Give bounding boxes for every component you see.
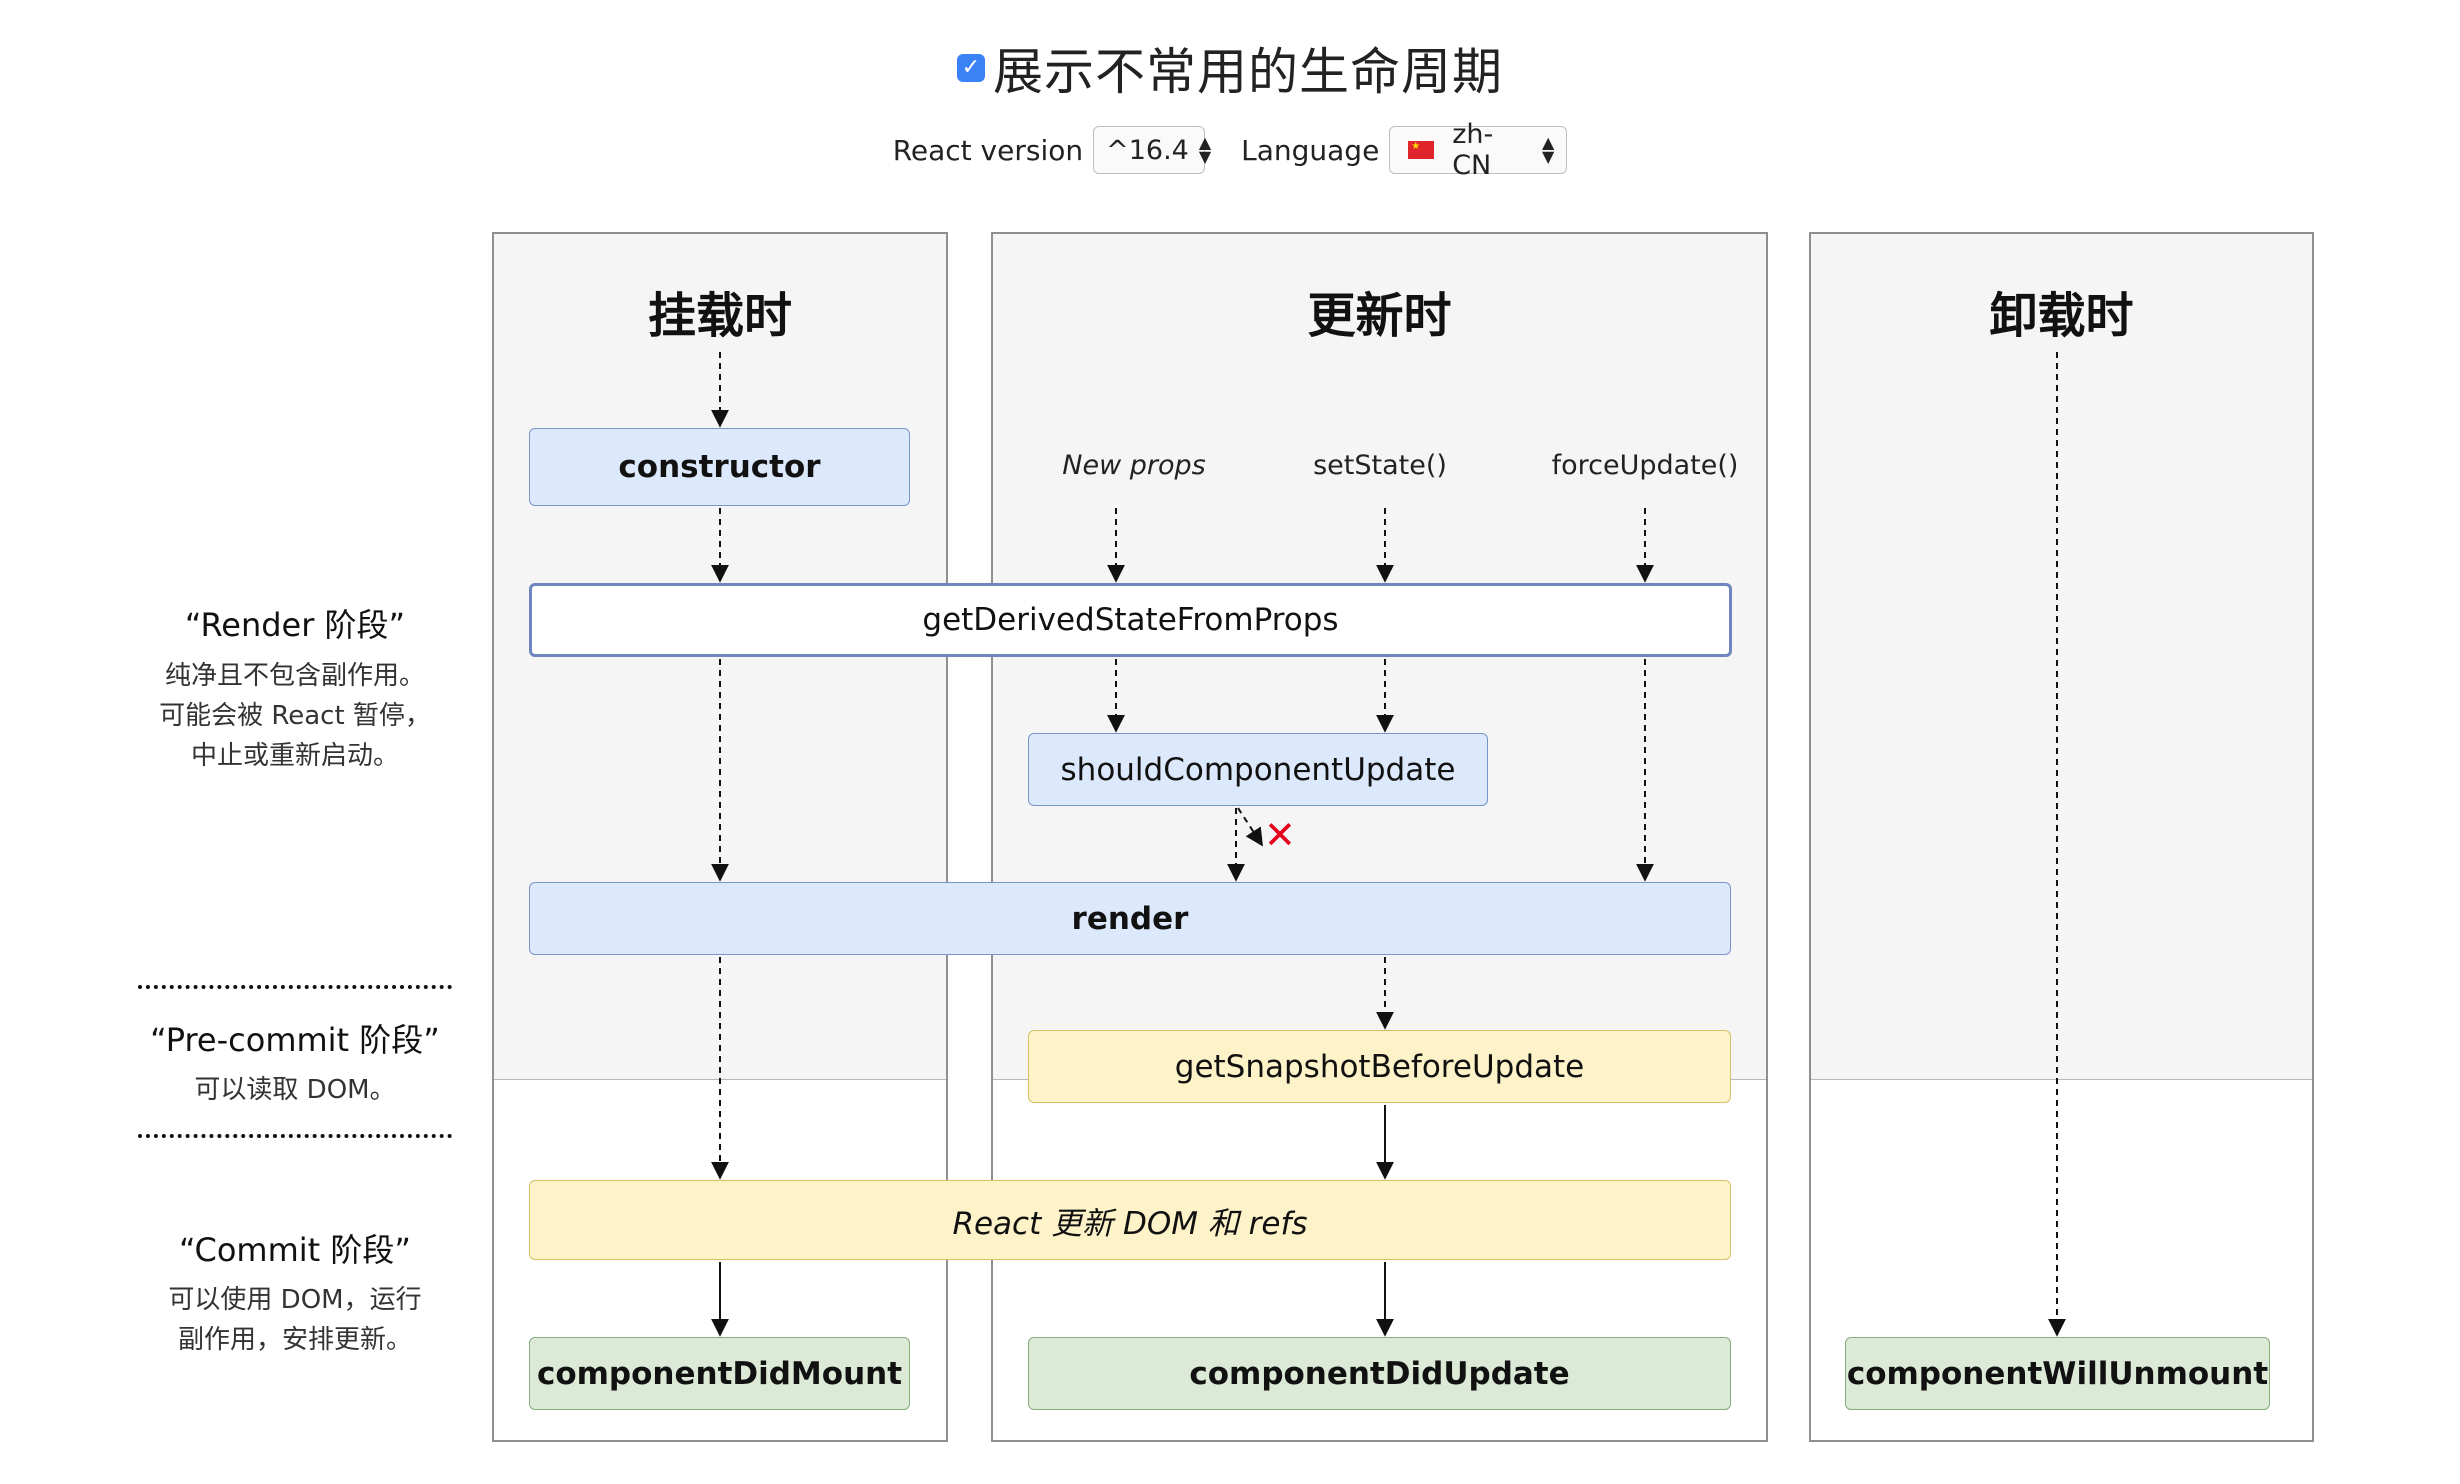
should-component-update-box[interactable]: shouldComponentUpdate <box>1028 733 1488 806</box>
precommit-phase-line: 可以读取 DOM。 <box>194 1075 396 1105</box>
mounting-column-title: 挂载时 <box>647 288 792 344</box>
trigger-force-update: forceUpdate() <box>1551 450 1739 481</box>
controls-row: React version ^16.4 ▲▼ Language zh-CN ▲▼ <box>0 119 2460 181</box>
phase-separator <box>138 1134 452 1138</box>
get-derived-state-from-props-box[interactable]: getDerivedStateFromProps <box>529 583 1732 657</box>
language-label: Language <box>1241 133 1380 167</box>
render-phase-line: 纯净且不包含副作用。 <box>164 661 425 691</box>
skip-x-icon: ✕ <box>1264 813 1296 857</box>
commit-phase-description: 可以使用 DOM，运行 副作用，安排更新。 <box>130 1280 460 1360</box>
component-will-unmount-box[interactable]: componentWillUnmount <box>1845 1337 2270 1410</box>
language-select[interactable]: zh-CN ▲▼ <box>1389 119 1568 181</box>
render-phase-shade <box>1811 234 2312 1080</box>
trigger-new-props: New props <box>1062 450 1206 481</box>
react-version-value: ^16.4 <box>1106 134 1189 166</box>
constructor-box[interactable]: constructor <box>529 428 910 506</box>
unmounting-column: 卸载时 <box>1809 232 2314 1442</box>
render-phase-description: 纯净且不包含副作用。 可能会被 React 暂停， 中止或重新启动。 <box>130 656 460 776</box>
phase-separator <box>138 985 452 989</box>
checkmark-icon: ✓ <box>961 55 981 80</box>
show-rare-lifecycles-checkbox[interactable]: ✓ <box>957 54 985 82</box>
updating-column-title: 更新时 <box>1307 288 1452 344</box>
react-version-label: React version <box>892 133 1084 167</box>
language-value: zh-CN <box>1452 119 1494 181</box>
precommit-phase-description: 可以读取 DOM。 <box>130 1070 460 1110</box>
render-phase-line: 中止或重新启动。 <box>190 741 399 771</box>
commit-phase-title: “Commit 阶段” <box>179 1231 411 1269</box>
select-arrows-icon: ▲▼ <box>1541 133 1555 166</box>
page-title: 展示不常用的生命周期 <box>993 43 1503 101</box>
unmounting-column-title: 卸载时 <box>1989 288 2134 344</box>
component-did-update-box[interactable]: componentDidUpdate <box>1028 1337 1731 1410</box>
get-snapshot-before-update-box[interactable]: getSnapshotBeforeUpdate <box>1028 1030 1731 1103</box>
render-box[interactable]: render <box>529 882 1731 955</box>
render-phase-line: 可能会被 React 暂停， <box>159 701 431 731</box>
title-row: ✓ 展示不常用的生命周期 <box>0 28 2460 108</box>
render-phase-title: “Render 阶段” <box>184 606 406 644</box>
component-did-mount-box[interactable]: componentDidMount <box>529 1337 910 1410</box>
precommit-phase-title: “Pre-commit 阶段” <box>150 1021 440 1059</box>
select-arrows-icon: ▲▼ <box>1198 133 1212 166</box>
arrow-scu-skip <box>1237 807 1263 847</box>
react-version-select[interactable]: ^16.4 ▲▼ <box>1093 126 1211 174</box>
cn-flag-icon <box>1408 141 1435 159</box>
react-updates-dom-box: React 更新 DOM 和 refs <box>529 1180 1731 1260</box>
trigger-set-state: setState() <box>1313 450 1447 481</box>
commit-phase-line: 可以使用 DOM，运行 <box>168 1285 422 1315</box>
commit-phase-line: 副作用，安排更新。 <box>177 1325 412 1355</box>
